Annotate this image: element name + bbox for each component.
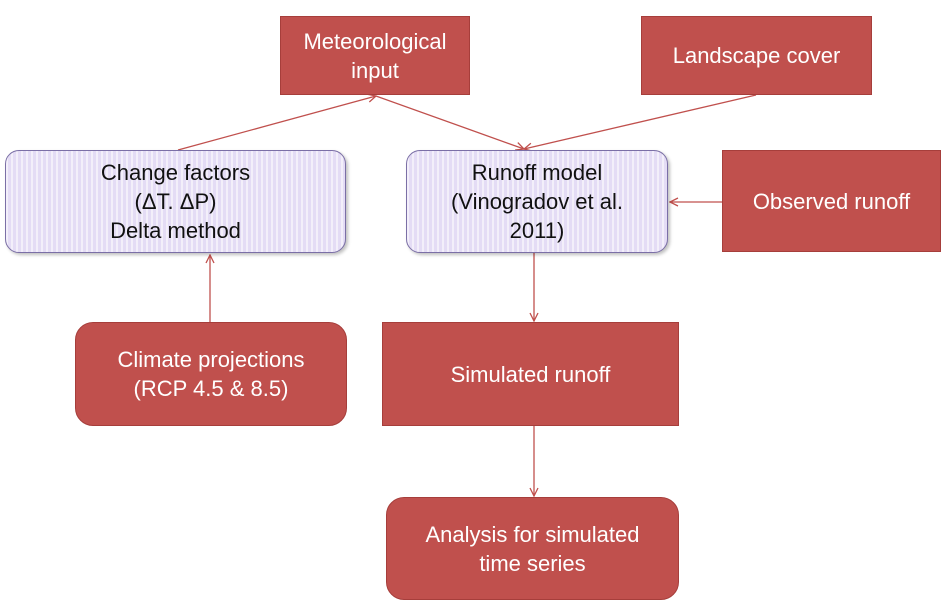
simulated-runoff-label: Simulated runoff bbox=[450, 361, 611, 387]
analysis-box: Analysis for simulated time series bbox=[386, 497, 679, 600]
change-factors-label: Change factors (ΔT. ΔP) Delta method bbox=[100, 160, 251, 243]
simulated-runoff-box: Simulated runoff bbox=[382, 322, 679, 426]
landscape-cover-box: Landscape cover bbox=[641, 16, 872, 95]
landscape-cover-label: Landscape cover bbox=[672, 43, 841, 68]
climate-projections-label: Climate projections (RCP 4.5 & 8.5) bbox=[117, 347, 305, 401]
arrow-change-factors-to-meteorological-input bbox=[177, 96, 376, 151]
meteorological-input-box: Meteorological input bbox=[280, 16, 470, 95]
observed-runoff-label: Observed runoff bbox=[752, 188, 911, 214]
arrow-meteorological-input-to-runoff-model bbox=[375, 95, 524, 149]
arrow-landscape-cover-to-runoff-model bbox=[524, 94, 757, 149]
meteorological-input-label: Meteorological input bbox=[303, 28, 447, 83]
climate-projections-box: Climate projections (RCP 4.5 & 8.5) bbox=[75, 322, 347, 426]
observed-runoff-box: Observed runoff bbox=[722, 150, 941, 252]
runoff-model-box: Runoff model (Vinogradov et al. 2011) bbox=[406, 150, 668, 253]
change-factors-box: Change factors (ΔT. ΔP) Delta method bbox=[5, 150, 346, 253]
analysis-label: Analysis for simulated time series bbox=[425, 521, 640, 576]
runoff-model-label: Runoff model (Vinogradov et al. 2011) bbox=[450, 160, 624, 243]
